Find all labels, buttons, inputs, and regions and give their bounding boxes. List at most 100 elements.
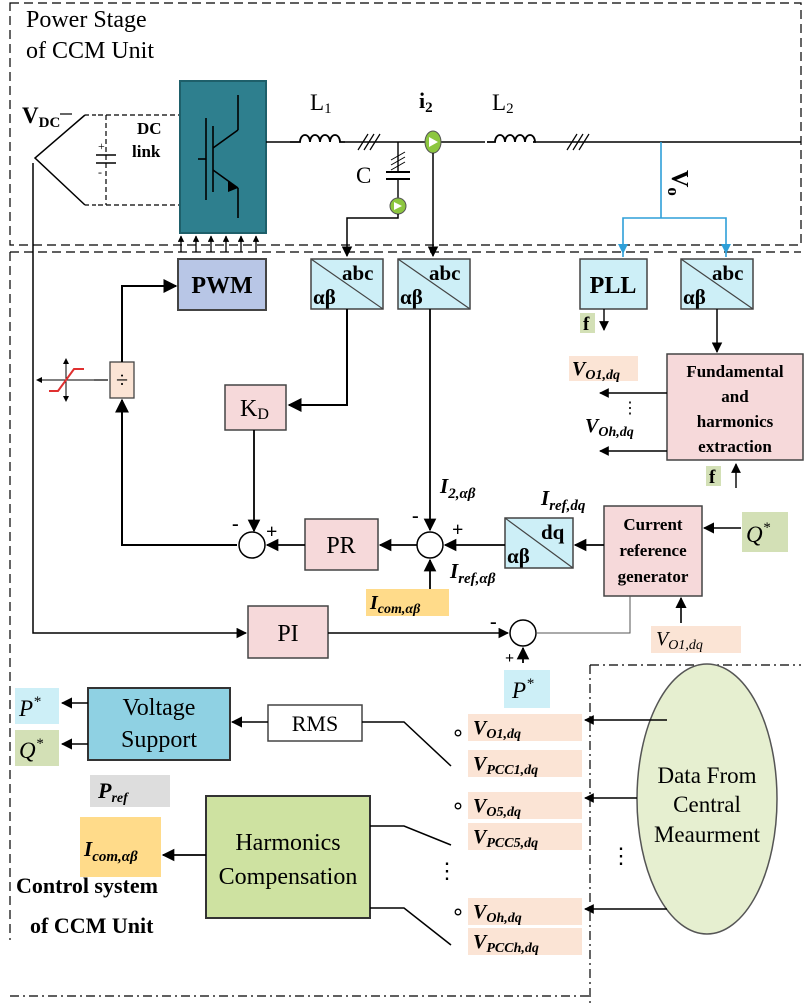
icom-alphabeta-input: Icom,αβ — [369, 592, 421, 617]
control-system-title-line2: of CCM Unit — [30, 913, 154, 938]
current-reference-generator-block[interactable] — [603, 505, 703, 597]
vo-label: Vo — [664, 170, 692, 196]
igbt-symbol — [198, 95, 239, 218]
svg-text:+: + — [266, 521, 277, 543]
capacitor-label: C — [356, 163, 371, 188]
svg-text:abc: abc — [342, 261, 374, 285]
dc-link-label-line1: DC — [137, 119, 162, 138]
dc-source-triangle — [33, 114, 86, 206]
sum-junction-current — [416, 531, 444, 559]
p-star-input: P* — [511, 676, 534, 703]
svg-text:Voltage: Voltage — [123, 695, 196, 721]
abc-to-alphabeta-i2[interactable]: abc αβ — [397, 258, 471, 310]
svg-text:Current: Current — [623, 515, 683, 534]
svg-text:-: - — [98, 165, 102, 179]
vohdq-switch-label: VOh,dq — [473, 901, 522, 926]
pwm-block[interactable] — [177, 258, 267, 311]
svg-text:αβ: αβ — [400, 285, 423, 309]
vo1dq-extraction-output: VO1,dq — [572, 358, 620, 383]
vdc-label: VDC — [22, 103, 60, 131]
pwm-label: PWM — [191, 273, 252, 299]
pi-label: PI — [277, 621, 298, 647]
kd-label: KD — [240, 396, 269, 423]
control-system-title-line1: Control system — [16, 873, 158, 898]
switch-contact-vo1[interactable] — [454, 729, 462, 737]
svg-text:+: + — [452, 519, 463, 541]
voltage-support-block[interactable] — [87, 687, 231, 761]
svg-text:+: + — [98, 139, 105, 153]
svg-text:αβ: αβ — [507, 544, 530, 568]
vohdq-extraction-output: VOh,dq — [585, 415, 634, 440]
rms-block[interactable] — [267, 704, 363, 742]
inductor-l2 — [487, 134, 536, 143]
divider-block[interactable] — [109, 361, 135, 399]
svg-text:Support: Support — [121, 727, 197, 753]
l1-label: L1 — [310, 90, 332, 117]
svg-text:abc: abc — [429, 261, 461, 285]
icom-alphabeta-output: Icom,αβ — [83, 837, 138, 865]
p-star-output: P* — [18, 694, 41, 721]
svg-text:αβ: αβ — [313, 285, 336, 309]
sum-junction-power — [509, 619, 537, 647]
fundamental-harmonics-extraction-block[interactable] — [666, 353, 804, 461]
i2-alphabeta-label: I2,αβ — [439, 474, 476, 502]
vo1dq-switch-label: VO1,dq — [473, 717, 521, 742]
svg-text:αβ: αβ — [683, 285, 706, 309]
converter-block — [179, 80, 267, 234]
power-stage-frame — [9, 2, 802, 246]
svg-text:-: - — [490, 611, 497, 633]
dc-link-wiring — [98, 114, 180, 206]
svg-text:⋮: ⋮ — [436, 858, 458, 883]
extraction-f-label: f — [709, 467, 716, 488]
svg-text:⋮: ⋮ — [610, 843, 632, 868]
power-stage-title-line1: Power Stage — [26, 7, 147, 33]
central-measurement-data-source — [636, 663, 778, 935]
svg-text:extraction: extraction — [698, 437, 772, 456]
abc-to-alphabeta-vo[interactable]: abc αβ — [680, 258, 754, 310]
gate-signals — [177, 235, 260, 252]
svg-text:-: - — [232, 513, 239, 535]
svg-text:harmonics: harmonics — [697, 412, 774, 431]
dc-link-label-line2: link — [132, 142, 161, 161]
section-frames — [9, 2, 802, 1003]
vpcc5dq-switch-label: VPCC5,dq — [473, 826, 538, 851]
q-star-input: Q* — [746, 520, 771, 547]
switch-contact-vo5[interactable] — [454, 802, 462, 810]
switch-contact-voh[interactable] — [454, 908, 462, 916]
q-star-output: Q* — [19, 736, 44, 763]
svg-text:Meaurment: Meaurment — [654, 822, 761, 847]
svg-text:reference: reference — [619, 541, 687, 560]
svg-text:⋮: ⋮ — [622, 400, 638, 417]
kd-block[interactable] — [224, 384, 287, 431]
vpcchdq-switch-label: VPCCh,dq — [473, 931, 539, 956]
svg-text:generator: generator — [618, 567, 689, 586]
dq-to-alphabeta-block[interactable]: dq αβ — [504, 517, 574, 569]
pll-label: PLL — [590, 273, 637, 299]
svg-text:-: - — [412, 505, 419, 527]
abc-to-alphabeta-capacitor[interactable]: abc αβ — [310, 258, 384, 310]
svg-text:dq: dq — [541, 520, 565, 544]
svg-text:and: and — [721, 387, 749, 406]
limiter-symbol — [36, 358, 94, 402]
svg-text:abc: abc — [712, 261, 744, 285]
svg-text:Central: Central — [673, 792, 741, 817]
svg-text:+: + — [505, 650, 514, 667]
vo1dq-current-generator-input: VO1,dq — [656, 628, 703, 653]
sum-junction-pr-output — [238, 531, 266, 559]
pll-block[interactable] — [579, 258, 648, 310]
harmonics-compensation-block[interactable] — [205, 795, 371, 919]
svg-text:Compensation: Compensation — [219, 864, 358, 890]
iref-dq-label: Iref,dq — [540, 486, 586, 514]
svg-text:Harmonics: Harmonics — [235, 830, 340, 856]
vo5dq-switch-label: VO5,dq — [473, 795, 521, 820]
pi-block[interactable] — [247, 605, 329, 659]
pll-f-label: f — [583, 314, 590, 335]
divider-label: ÷ — [116, 367, 128, 392]
vpcc1dq-switch-label: VPCC1,dq — [473, 753, 538, 778]
power-stage-title-line2: of CCM Unit — [26, 38, 154, 64]
svg-text:Fundamental: Fundamental — [686, 362, 784, 381]
i2-label: i2 — [419, 88, 433, 116]
three-phase-marks — [357, 133, 590, 151]
power-stage: VDC + - DC link — [22, 80, 801, 258]
